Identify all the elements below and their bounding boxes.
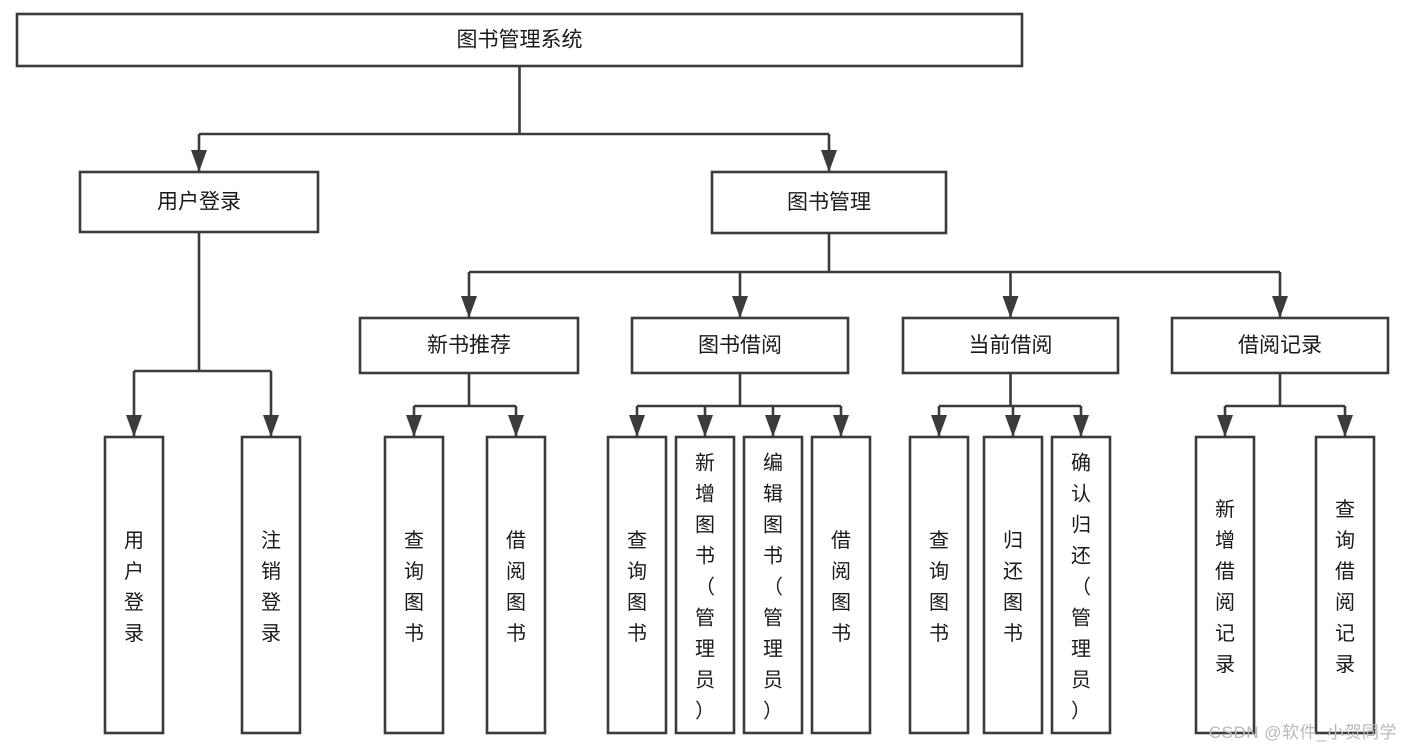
node-box — [103, 435, 165, 735]
node-bb-edit-book[interactable]: 编辑图书（管理员） — [742, 435, 804, 735]
node-label: 归还图书 — [1003, 529, 1023, 645]
watermark-label: CSDN @软件_小贺同学 — [1208, 723, 1397, 742]
node-label: 确认归还（管理员） — [1071, 452, 1091, 723]
node-label: 当前借阅 — [969, 334, 1053, 357]
node-nbr-query-book[interactable]: 查询图书 — [383, 435, 445, 735]
node-nbr-borrow-book[interactable]: 借阅图书 — [485, 435, 547, 735]
node-label: 新增借阅记录 — [1215, 498, 1235, 676]
arrowhead-icon — [1073, 415, 1089, 437]
arrowhead-icon — [765, 415, 781, 437]
arrowhead-icon — [263, 415, 279, 437]
node-box — [485, 435, 547, 735]
node-user-login[interactable]: 用户登录 — [78, 170, 320, 234]
node-box — [383, 435, 445, 735]
node-label: 查询图书 — [929, 529, 949, 645]
arrowhead-icon — [732, 296, 748, 318]
arrowhead-icon — [1002, 296, 1019, 318]
node-new-book-recommend[interactable]: 新书推荐 — [358, 316, 580, 375]
arrowhead-icon — [821, 150, 837, 172]
node-box — [630, 316, 850, 375]
node-bb-query-book[interactable]: 查询图书 — [606, 435, 668, 735]
arrowhead-icon — [833, 415, 849, 437]
node-box — [742, 435, 804, 735]
node-label: 查询借阅记录 — [1335, 498, 1355, 676]
node-box — [240, 435, 302, 735]
arrowhead-icon — [697, 415, 713, 437]
node-borrow-record[interactable]: 借阅记录 — [1170, 316, 1390, 375]
node-box — [810, 435, 872, 735]
node-root[interactable]: 图书管理系统 — [15, 12, 1024, 68]
arrowhead-icon — [461, 296, 477, 318]
node-box — [901, 316, 1120, 375]
node-box — [606, 435, 668, 735]
arrowhead-icon — [1005, 415, 1021, 437]
node-label: 用户登录 — [157, 191, 241, 214]
node-current-borrow[interactable]: 当前借阅 — [901, 316, 1120, 375]
node-label: 借阅图书 — [831, 529, 851, 645]
arrowhead-icon — [508, 415, 524, 437]
node-box — [908, 435, 970, 735]
node-box — [982, 435, 1044, 735]
node-br-add-record[interactable]: 新增借阅记录 — [1194, 435, 1256, 735]
node-box — [710, 170, 948, 235]
node-cb-return-book[interactable]: 归还图书 — [982, 435, 1044, 735]
node-label: 编辑图书（管理员） — [763, 452, 783, 723]
arrowhead-icon — [126, 415, 142, 437]
arrowhead-icon — [931, 415, 947, 437]
arrowhead-icon — [191, 150, 207, 172]
arrowhead-icon — [629, 415, 645, 437]
node-label: 借阅记录 — [1238, 334, 1322, 357]
node-label: 借阅图书 — [506, 529, 526, 645]
node-box — [15, 12, 1024, 68]
node-book-manage[interactable]: 图书管理 — [710, 170, 948, 235]
arrowhead-icon — [1217, 415, 1233, 437]
node-label: 图书管理系统 — [457, 29, 583, 52]
node-box — [1314, 435, 1376, 735]
node-box — [1194, 435, 1256, 735]
node-label: 查询图书 — [627, 529, 647, 645]
node-label: 新增图书（管理员） — [695, 452, 715, 723]
node-label: 新书推荐 — [427, 334, 511, 357]
node-box — [1050, 435, 1112, 735]
node-user-logout[interactable]: 注销登录 — [240, 435, 302, 735]
node-box — [674, 435, 736, 735]
node-label: 图书借阅 — [698, 334, 782, 357]
node-bb-borrow-book[interactable]: 借阅图书 — [810, 435, 872, 735]
node-label: 注销登录 — [261, 529, 281, 645]
arrowhead-icon — [406, 415, 422, 437]
node-cb-confirm-return[interactable]: 确认归还（管理员） — [1050, 435, 1112, 735]
node-br-query-record[interactable]: 查询借阅记录 — [1314, 435, 1376, 735]
node-box — [1170, 316, 1390, 375]
node-label: 用户登录 — [124, 530, 144, 645]
node-bb-add-book[interactable]: 新增图书（管理员） — [674, 435, 736, 735]
node-book-borrow[interactable]: 图书借阅 — [630, 316, 850, 375]
node-cb-query-book[interactable]: 查询图书 — [908, 435, 970, 735]
node-label: 图书管理 — [787, 191, 871, 214]
arrowhead-icon — [1337, 415, 1353, 437]
node-label: 查询图书 — [404, 529, 424, 645]
node-user-login-do[interactable]: 用户登录 — [103, 435, 165, 735]
arrowhead-icon — [1272, 296, 1288, 318]
